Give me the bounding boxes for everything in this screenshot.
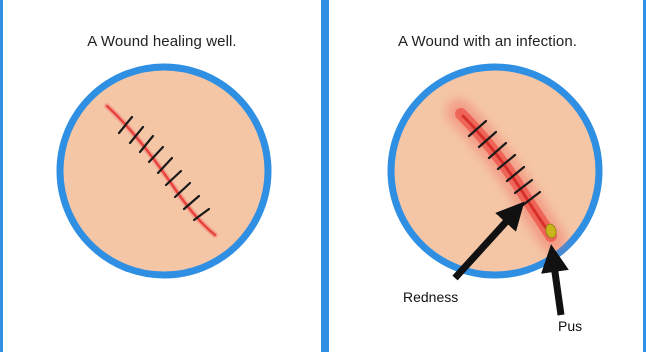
infected-wound-illustration	[329, 0, 646, 352]
healthy-wound-illustration	[3, 0, 321, 352]
panel-divider	[321, 0, 329, 352]
pus-label: Pus	[558, 318, 582, 334]
infected-wound-panel: A Wound with an infection.	[329, 0, 646, 352]
pus-arrow-icon	[553, 258, 561, 315]
healthy-wound-panel: A Wound healing well.	[3, 0, 321, 352]
redness-label: Redness	[403, 289, 458, 305]
